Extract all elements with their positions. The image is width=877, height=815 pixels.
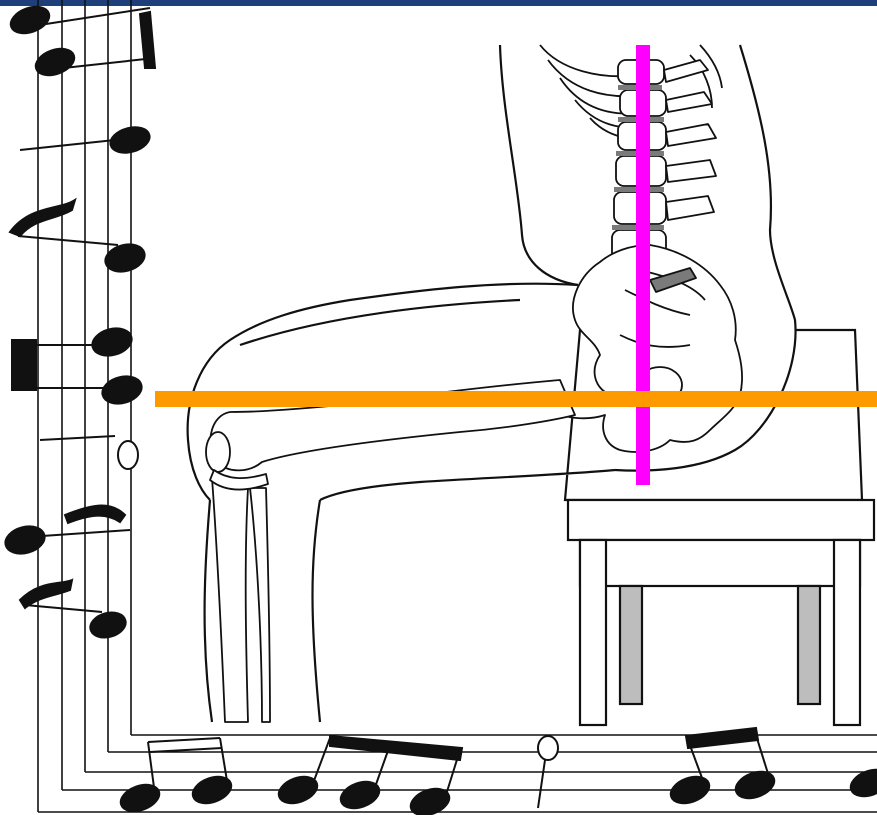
vertical-alignment-line — [636, 45, 650, 485]
patella — [206, 432, 230, 472]
tibia — [212, 478, 248, 722]
horizontal-alignment-line — [155, 391, 877, 407]
fibula — [250, 488, 270, 722]
vertical-staff-notes — [2, 2, 155, 641]
